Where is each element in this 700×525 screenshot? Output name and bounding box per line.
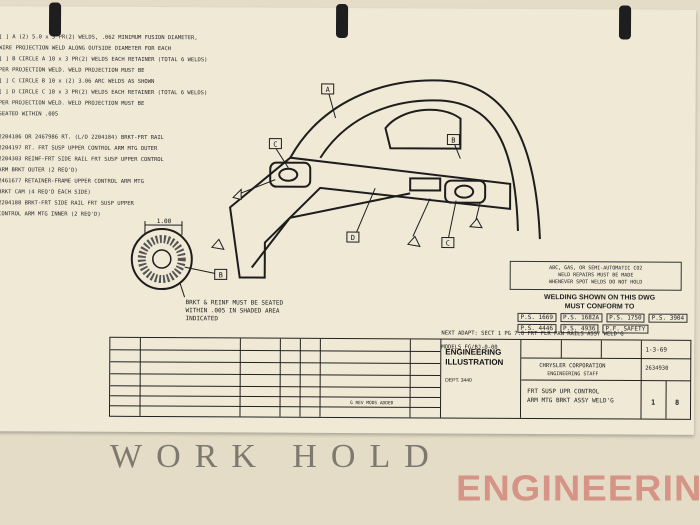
rail-member [229,156,512,279]
cam-right [454,184,475,199]
callout-letter-c: C [273,141,277,149]
dimension-value: 1.00 [157,218,172,225]
welding-conform-title: WELDING SHOWN ON THIS DWG MUST CONFORM T… [510,293,690,312]
leader-line-a [328,92,337,119]
weld-triangle-left [232,188,242,201]
staff-name: ENGINEERING STAFF [547,371,599,378]
next-adapt-line: NEXT ADAPT: SECT 1 PG 7.0 FRT FLR PAN RA… [441,330,624,338]
callout-box-b-upper [446,134,460,146]
part-name-line: FRT SUSP UPR CONTROL [527,387,600,396]
callout-letter-b: B [219,271,223,279]
engineering-illustration-block: ENGINEERING ILLUSTRATION DEPT. 3440 [439,339,521,418]
detail-hole [152,249,172,269]
title-block: G REV MODS ADDED ENGINEERING ILLUSTRATIO… [108,336,692,420]
callout-box-c-left [268,138,282,150]
part-name-line: ARM MTG BRKT ASSY WELD'G [527,396,614,405]
spec-code: P.S. 1682A [559,313,603,323]
spec-row-1: P.S. 1669 P.S. 1682A P.S. 1750 P.S. 3904 [517,312,688,323]
detail-leader-b [184,266,215,274]
company-name: CHRYSLER CORPORATION [539,363,606,370]
upper-cavity [384,108,462,150]
arch-inner-line [319,99,519,231]
spec-code: P.S. 1669 [517,312,557,323]
revision-note: G REV MODS ADDED [350,400,394,406]
weld-triangle-detail [210,238,225,251]
callout-box-a [321,83,335,95]
callout-box-c-right [441,237,455,249]
callout-letter-b: B [451,137,455,145]
weld-triangle-right [468,217,483,229]
technical-drawing: A C B D C B 1.00 [130,79,541,298]
arch-outer-line [289,79,541,240]
weld-triangle-center [406,235,421,248]
center-plate [409,177,442,192]
callout-letter-d: D [351,234,355,242]
title-info-block: 1-3-69 CHRYSLER CORPORATION ENGINEERING … [519,339,692,419]
callout-letter-c: C [446,240,450,248]
binder-ring-right [618,5,632,40]
bleed-through-text: WORK HOLD [110,438,443,475]
callout-box-d [346,231,360,243]
rail-edge [250,192,411,269]
callout-box-b-detail [214,268,228,280]
dept-label: DEPT. 3440 [445,377,472,384]
detail-outer-circle [130,228,193,291]
engineering-stamp: ENGINEERING [456,469,700,509]
spec-code: P.S. 1750 [606,313,645,323]
binder-ring-center [335,3,349,39]
leader-line-c-left [274,147,289,168]
drawing-sheet: [ ] A (2) 5.0 x 3 PR(2) WELDS, .062 MINI… [0,2,697,435]
leader-line-d [354,187,376,237]
drawing-number: 2634930 [645,365,669,372]
detail-leader-note [179,281,186,298]
bracket-left [269,161,312,188]
leader-line-triangle-left [239,179,276,194]
leader-line-c-right [447,200,457,241]
welding-title-line: MUST CONFORM TO [564,303,635,311]
section-number: 1 [651,398,656,407]
sheet-number: 8 [675,398,680,407]
revision-grid: G REV MODS ADDED [110,337,441,418]
engineering-label: ENGINEERING [445,347,502,357]
seat-note-line: INDICATED [185,315,219,323]
date-value: 1-3-69 [645,346,668,354]
cam-left [278,167,299,182]
spec-code: P.S. 3904 [648,313,688,323]
binder-ring-left [48,2,62,37]
illustration-label: ILLUSTRATION [445,357,504,367]
detail-shaded-ring [137,235,186,284]
leader-line-triangle [412,198,431,237]
seat-note: BRKT & REINF MUST BE SEATED WITHIN .005 … [185,299,283,324]
callout-letter-a: A [326,86,331,94]
weld-box-line: WHENEVER SPOT WELDS DO NOT HOLD [548,279,643,286]
bracket-right [444,179,487,204]
weld-repair-box: ABC, GAS, OR SEMI-AUTOMATIC CO2 WELD REP… [509,260,682,291]
